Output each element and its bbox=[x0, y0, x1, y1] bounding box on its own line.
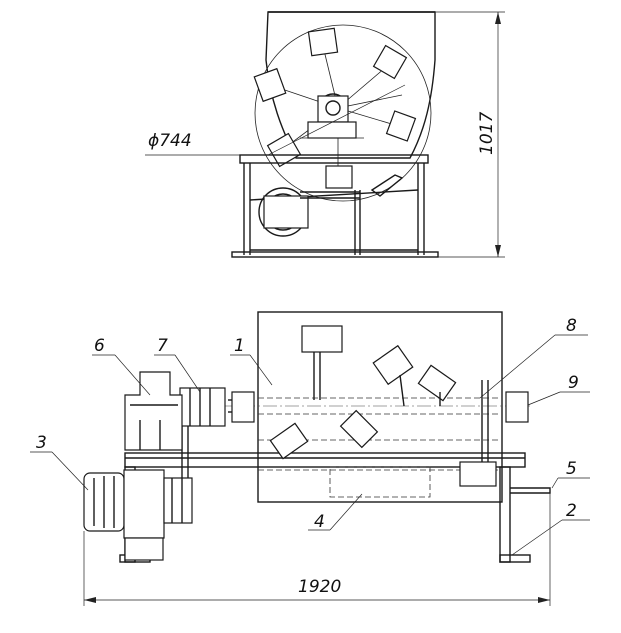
drum-circle bbox=[254, 24, 432, 202]
gearbox bbox=[124, 371, 183, 451]
motor-pulley-side bbox=[163, 477, 193, 524]
callout-7: 7 bbox=[157, 336, 168, 356]
end-view: ϕ744 1017 bbox=[145, 11, 505, 258]
tank-body bbox=[257, 311, 503, 503]
discharge-lever bbox=[370, 174, 404, 197]
paddles bbox=[253, 27, 417, 189]
diameter-label: ϕ744 bbox=[148, 131, 192, 151]
callout-4: 4 bbox=[314, 512, 325, 532]
callout-6: 6 bbox=[94, 336, 105, 356]
side-paddles bbox=[269, 325, 497, 487]
callout-1: 1 bbox=[234, 336, 245, 356]
callout-leaders bbox=[30, 334, 590, 556]
pulley bbox=[179, 387, 226, 427]
callout-5: 5 bbox=[566, 459, 577, 479]
bearing-left bbox=[231, 391, 255, 423]
bearing-block bbox=[307, 121, 357, 139]
bearing-right bbox=[505, 391, 529, 423]
callout-8: 8 bbox=[566, 316, 577, 336]
callout-9: 9 bbox=[568, 373, 579, 393]
base-frame bbox=[124, 452, 526, 468]
length-label: 1920 bbox=[298, 577, 341, 597]
callout-2: 2 bbox=[566, 501, 577, 521]
handle bbox=[510, 487, 551, 494]
callout-3: 3 bbox=[36, 433, 47, 453]
motor-body bbox=[123, 469, 165, 539]
height-label: 1017 bbox=[477, 112, 497, 155]
side-view: 1920 3 6 7 1 4 8 9 5 2 bbox=[30, 311, 590, 606]
